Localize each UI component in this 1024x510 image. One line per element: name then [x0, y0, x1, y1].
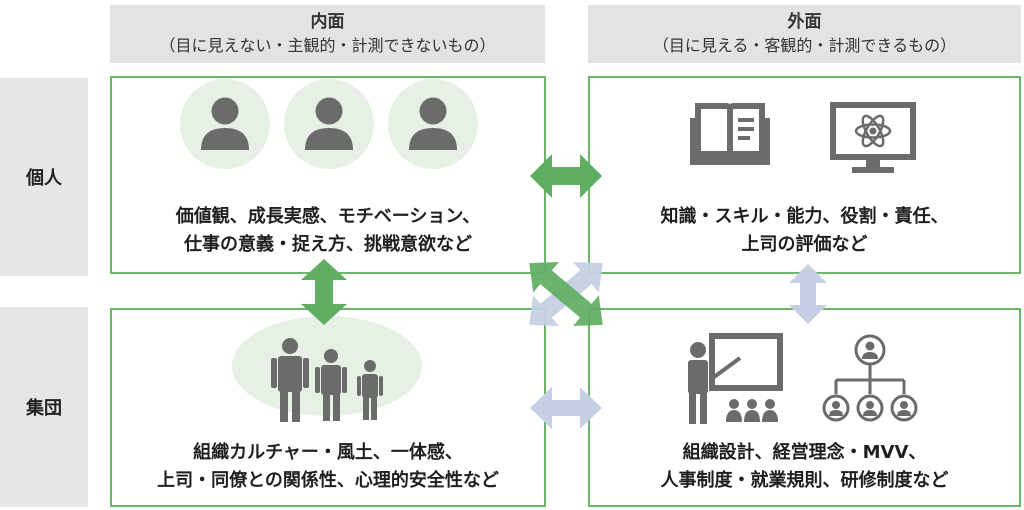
cell-individual-inner: 価値観、成長実感、モチベーション、 仕事の意義・捉え方、挑戦意欲など — [110, 76, 546, 274]
person-icons — [180, 79, 478, 169]
column-subtitle-outer: （目に見える・客観的・計測できるもの） — [652, 36, 957, 55]
cell-text-individual-outer: 知識・スキル・能力、役割・責任、 上司の評価など — [590, 203, 1019, 259]
cell-group-inner: 組織カルチャー・風土、一体感、 上司・同僚との関係性、心理的安全性など — [110, 308, 546, 507]
cell-line: 上司の評価など — [741, 234, 868, 255]
column-title-inner: 内面 — [310, 12, 345, 32]
family-icon — [232, 316, 422, 422]
cell-individual-outer: 知識・スキル・能力、役割・責任、 上司の評価など — [588, 76, 1021, 274]
cell-text-group-outer: 組織設計、経営理念・MVV、 人事制度・就業規則、研修制度など — [590, 439, 1019, 495]
cell-line: 人事制度・就業規則、研修制度など — [660, 470, 949, 491]
column-subtitle-inner: （目に見えない・主観的・計測できないもの） — [159, 36, 496, 55]
person-icon — [388, 79, 478, 169]
teacher-presentation-icon — [688, 333, 783, 424]
cell-line: 組織設計、経営理念・MVV、 — [682, 442, 927, 463]
row-label-individual: 個人 — [26, 168, 62, 189]
row-header-group: 集団 — [0, 307, 88, 507]
person-icon — [180, 79, 270, 169]
cell-group-outer: 組織設計、経営理念・MVV、 人事制度・就業規則、研修制度など — [588, 308, 1021, 507]
person-icon — [284, 79, 374, 169]
cell-text-group-inner: 組織カルチャー・風土、一体感、 上司・同僚との関係性、心理的安全性など — [112, 439, 544, 495]
cell-line: 知識・スキル・能力、役割・責任、 — [660, 206, 949, 227]
cell-line: 上司・同僚との関係性、心理的安全性など — [157, 470, 499, 491]
monitor-atom-icon — [830, 102, 916, 173]
org-chart-icon — [822, 334, 918, 422]
column-header-outer: 外面 （目に見える・客観的・計測できるもの） — [588, 5, 1021, 63]
cell-text-individual-inner: 価値観、成長実感、モチベーション、 仕事の意義・捉え方、挑戦意欲など — [112, 203, 544, 259]
column-title-outer: 外面 — [787, 12, 822, 32]
cell-line: 価値観、成長実感、モチベーション、 — [175, 206, 481, 227]
row-label-group: 集団 — [26, 398, 62, 419]
cell-line: 組織カルチャー・風土、一体感、 — [193, 442, 463, 463]
column-header-inner: 内面 （目に見えない・主観的・計測できないもの） — [110, 5, 545, 63]
cell-line: 仕事の意義・捉え方、挑戦意欲など — [184, 234, 472, 255]
row-header-individual: 個人 — [0, 78, 88, 276]
book-icon — [690, 103, 770, 165]
